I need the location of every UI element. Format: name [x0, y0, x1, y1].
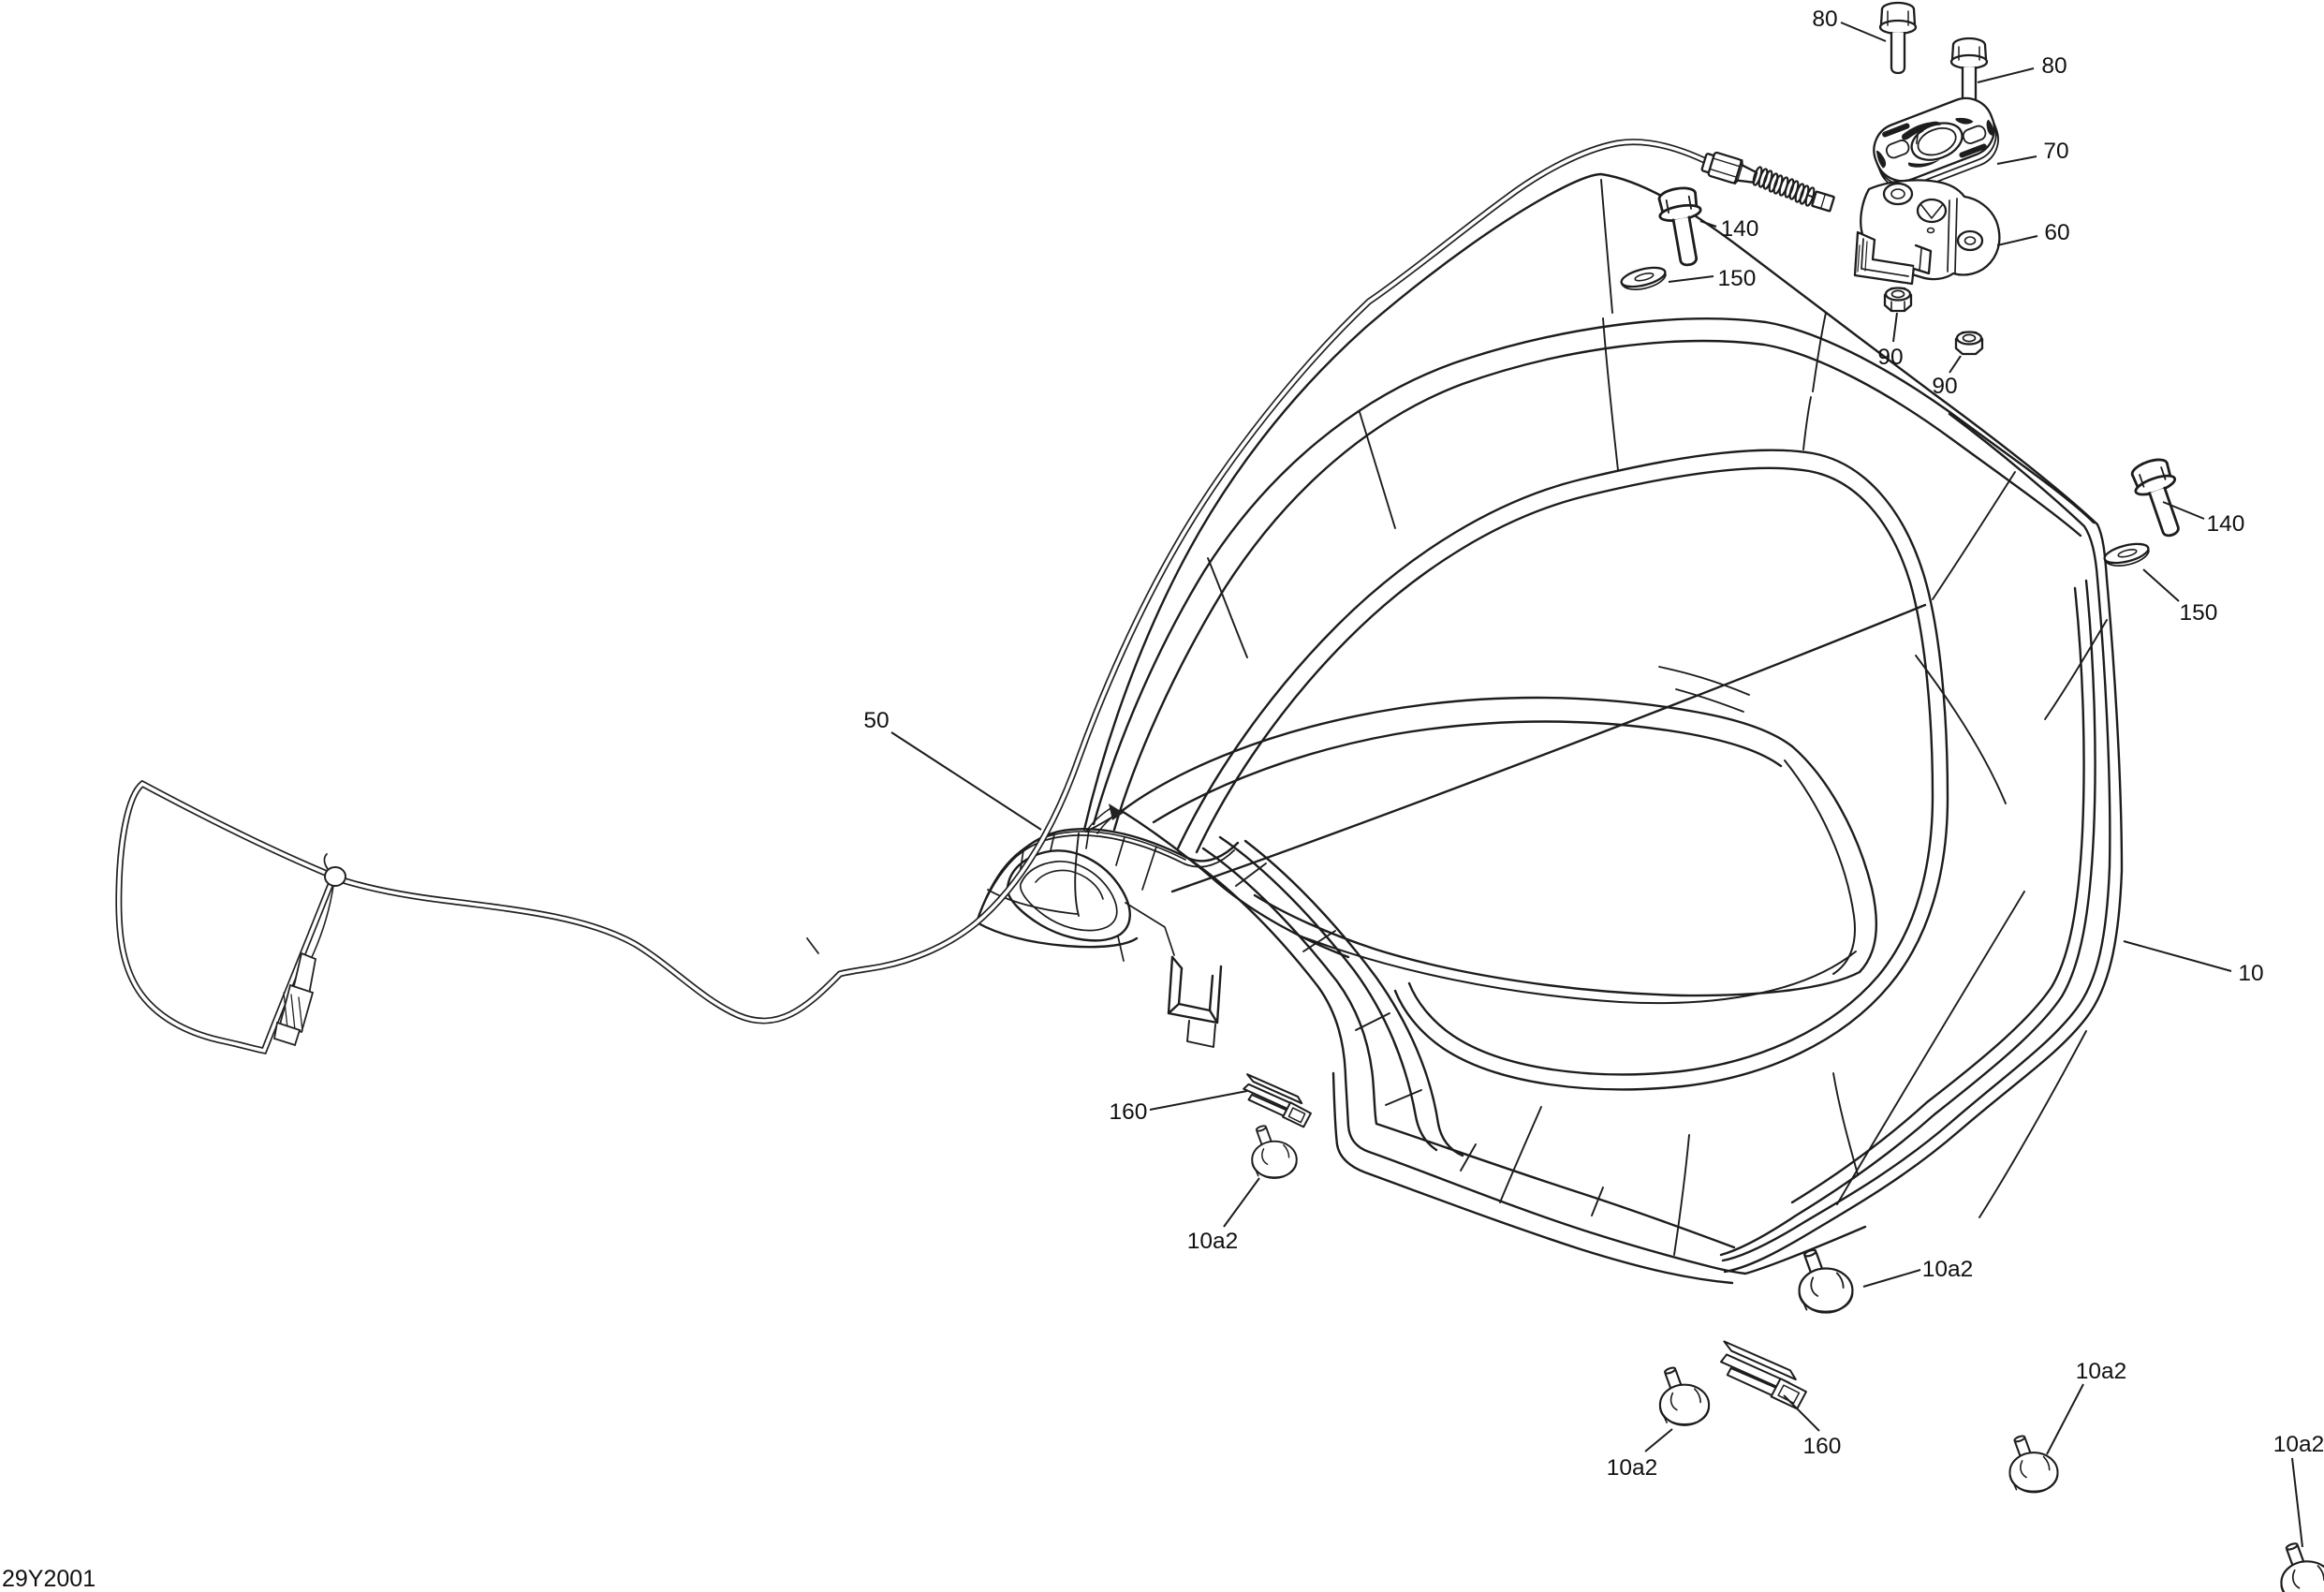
svg-text:29Y2001: 29Y2001 — [2, 1566, 96, 1592]
svg-text:60: 60 — [2044, 220, 2069, 245]
svg-text:10a2: 10a2 — [2273, 1432, 2324, 1457]
svg-text:150: 150 — [2180, 600, 2218, 626]
svg-text:80: 80 — [2041, 53, 2067, 79]
svg-text:10a2: 10a2 — [1922, 1257, 1974, 1282]
svg-text:70: 70 — [2043, 139, 2068, 164]
svg-text:160: 160 — [1110, 1099, 1148, 1125]
svg-text:10a2: 10a2 — [1607, 1455, 1658, 1481]
svg-text:80: 80 — [1812, 7, 1837, 32]
svg-text:90: 90 — [1932, 374, 1957, 399]
svg-text:50: 50 — [863, 708, 889, 733]
svg-text:90: 90 — [1877, 345, 1903, 370]
svg-text:10a2: 10a2 — [1187, 1229, 1239, 1254]
svg-text:150: 150 — [1718, 266, 1757, 291]
svg-text:10: 10 — [2238, 961, 2263, 986]
svg-text:10a2: 10a2 — [2076, 1359, 2127, 1384]
svg-text:160: 160 — [1803, 1434, 1842, 1459]
svg-text:140: 140 — [2207, 511, 2245, 537]
svg-text:140: 140 — [1721, 216, 1759, 242]
